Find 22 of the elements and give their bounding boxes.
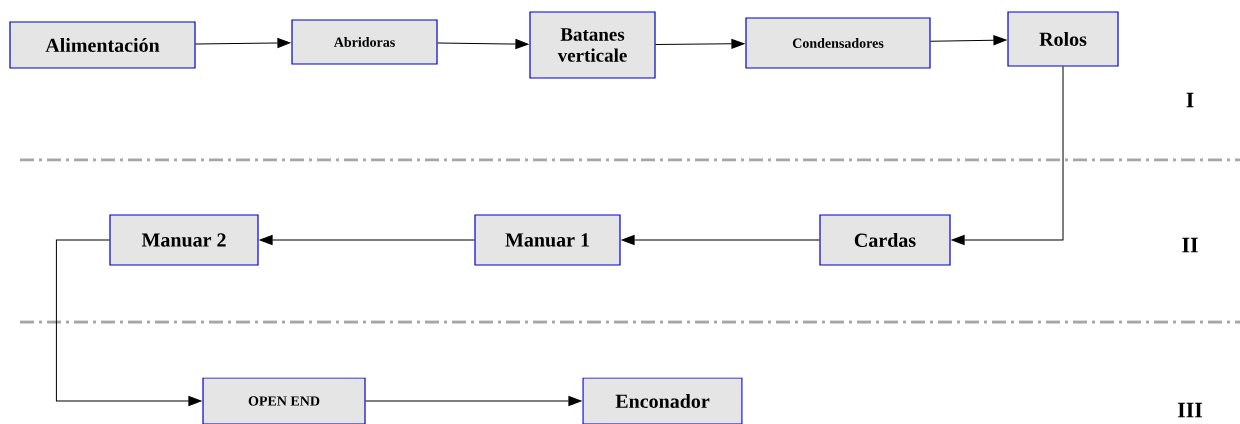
section-number: I: [1186, 92, 1194, 108]
process-box: Rolos: [1007, 11, 1119, 67]
arrow: [365, 396, 582, 406]
process-box: OPEN END: [202, 377, 366, 424]
arrow: [437, 39, 529, 49]
arrow: [951, 66, 1064, 245]
process-box: Condensadores: [745, 17, 931, 69]
section-number: III: [1177, 402, 1203, 418]
process-box: Manuar 2: [109, 214, 259, 266]
arrow: [930, 35, 1007, 46]
section-number: II: [1182, 237, 1198, 253]
arrow: [655, 38, 745, 49]
arrow: [195, 38, 291, 48]
process-box: Enconador: [582, 377, 743, 424]
process-box: Alimentación: [9, 21, 196, 69]
process-box: Manuar 1: [474, 214, 621, 266]
process-box: Abridoras: [291, 19, 438, 65]
process-box: Cardas: [819, 214, 951, 266]
process-box: Batanes verticale: [529, 11, 656, 79]
arrow: [55, 239, 202, 406]
arrow: [621, 235, 820, 245]
arrow: [259, 235, 475, 245]
